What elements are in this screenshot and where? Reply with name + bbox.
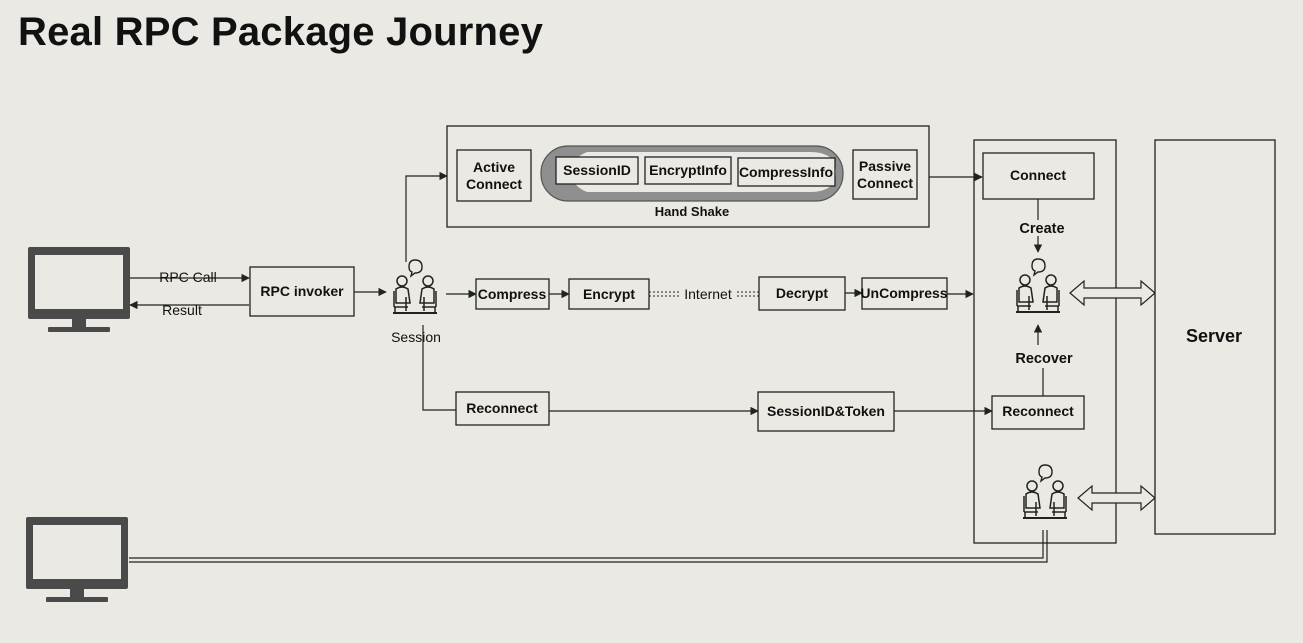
sessionid-label: SessionID [563,162,631,178]
client-monitor-icon [28,247,130,332]
token-label: SessionID&Token [767,403,885,419]
active-connect-line2: Connect [466,176,522,192]
token-box [757,391,895,432]
compressinfo-label: CompressInfo [739,164,833,180]
compress-label: Compress [478,286,547,302]
decrypt-label: Decrypt [776,285,828,301]
server-session-people-icon [1015,258,1061,313]
active-connect-line1: Active [473,159,515,175]
session-to-handshake-arrow [405,171,448,262]
uncompress-label: UnCompress [860,285,947,301]
session-to-reconnect-line [422,325,456,411]
second-client-monitor-icon [26,517,128,602]
compress-box [475,278,550,310]
encryptinfo-label: EncryptInfo [649,162,727,178]
gateway-connect-label: Connect [1010,167,1066,183]
passive-connect-line1: Passive [859,158,911,174]
sessionid-box [555,156,639,185]
passive-connect-line2: Connect [857,175,913,191]
rpc-invoker-label: RPC invoker [260,283,344,299]
encrypt-label: Encrypt [583,286,635,302]
session-people-icon [392,259,438,314]
page-title: Real RPC Package Journey [18,10,544,54]
server-box [1154,139,1276,535]
encryptinfo-box [644,156,732,185]
gateway-container [973,139,1117,544]
server-reconnect-label: Reconnect [1002,403,1074,419]
create-label: Create [1019,221,1064,237]
rpc-invoker-box [249,266,355,317]
server-label: Server [1186,326,1242,346]
handshake-label: Hand Shake [655,204,729,219]
encrypt-box [568,278,650,310]
server-reconnect-box [991,395,1085,430]
internet-label-bg [679,284,737,302]
rpc-call-label: RPC Call [159,269,217,285]
client-reconnect-label: Reconnect [466,400,538,416]
gateway-connect-box [982,152,1095,200]
active-connect-box [456,149,532,202]
recover-label: Recover [1015,351,1073,367]
monitor2-line-bottom [129,530,1048,563]
passive-connect-box [852,149,918,200]
result-label: Result [162,302,202,318]
compressinfo-box [737,157,836,187]
double-arrow-icon [1069,279,1156,307]
second-session-people-icon [1022,464,1068,519]
uncompress-box [861,277,948,310]
decrypt-box [758,276,846,311]
client-reconnect-box [455,391,550,426]
internet-label: Internet [684,286,732,302]
session-label: Session [391,329,441,345]
monitor2-line-top [129,530,1044,559]
